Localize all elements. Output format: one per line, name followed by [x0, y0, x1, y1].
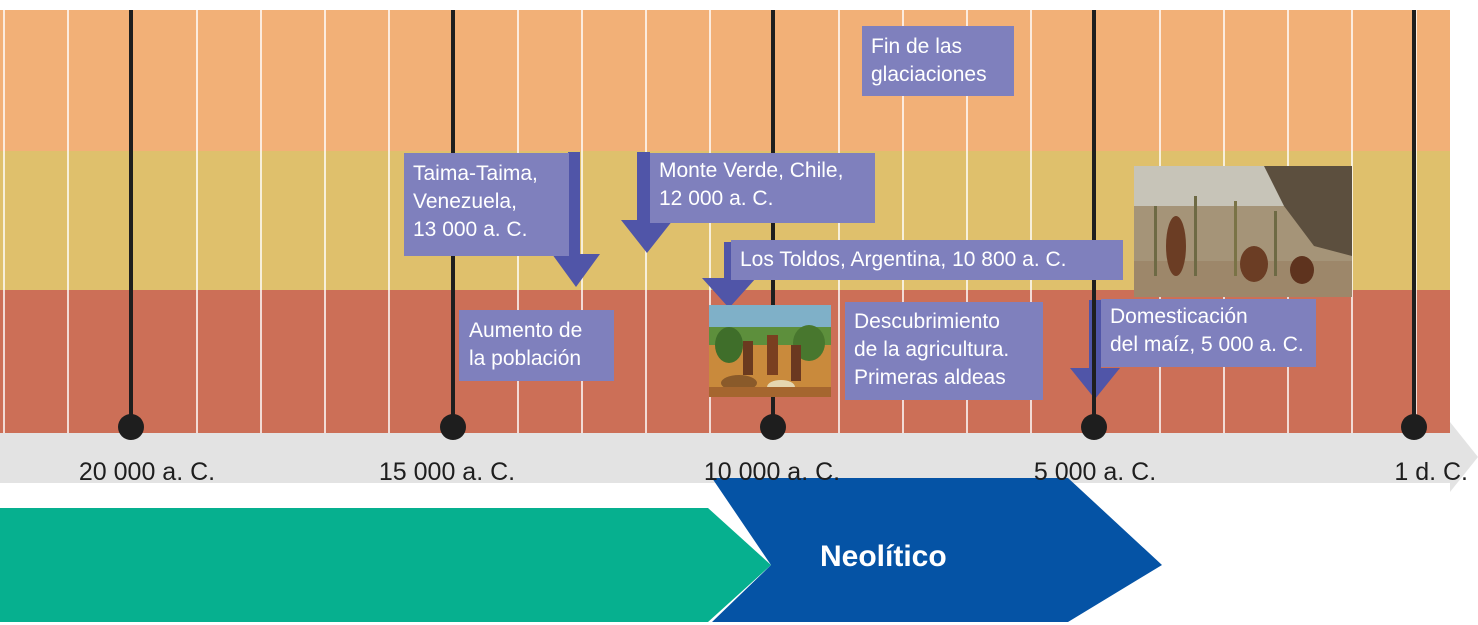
axis-label-10000: 10 000 a. C. [703, 458, 841, 486]
grid-line [3, 10, 5, 433]
axis-label-15000: 15 000 a. C. [378, 458, 516, 486]
axis-arrow [0, 422, 1478, 492]
grid-line [259, 10, 262, 433]
monte-verde-pointer [621, 152, 673, 253]
marker-line-5000 [1092, 10, 1096, 428]
event-fin-glaciaciones: Fin de las glaciaciones [862, 26, 1014, 96]
band-top [0, 10, 1450, 151]
marker-dot-20000 [118, 414, 144, 440]
marker-dot-10000 [760, 414, 786, 440]
event-aumento-poblacion: Aumento de la población [459, 310, 614, 381]
marker-line-1 [1412, 10, 1416, 428]
axis-label-1: 1 d. C. [1394, 458, 1468, 486]
event-maiz: Domesticación del maíz, 5 000 a. C. [1101, 299, 1316, 367]
event-agricultura: Descubrimiento de la agricultura. Primer… [845, 302, 1043, 400]
los-toldos-pointer [702, 242, 756, 308]
agriculture-illustration [709, 305, 831, 397]
marker-dot-15000 [440, 414, 466, 440]
grid-line [195, 10, 198, 433]
taima-pointer [552, 152, 600, 287]
axis-label-5000: 5 000 a. C. [1033, 458, 1157, 486]
grid-line [67, 10, 70, 433]
maize-photo [1134, 166, 1352, 297]
marker-line-20000 [129, 10, 133, 428]
neolithic-label: Neolítico [820, 540, 947, 573]
event-taima-taima: Taima-Taima, Venezuela, 13 000 a. C. [404, 153, 569, 256]
neolithic-arrow [712, 478, 1162, 622]
grid-line [580, 10, 583, 433]
marker-dot-5000 [1081, 414, 1107, 440]
axis-label-20000: 20 000 a. C. [78, 458, 216, 486]
grid-line [388, 10, 391, 433]
event-monte-verde: Monte Verde, Chile, 12 000 a. C. [650, 153, 875, 223]
grid-line [324, 10, 326, 433]
grid-line [1415, 10, 1418, 433]
grid-line [1351, 10, 1354, 433]
paleolithic-arrow [0, 508, 771, 622]
grid-line [1030, 10, 1033, 433]
grid-line [901, 10, 904, 433]
event-los-toldos: Los Toldos, Argentina, 10 800 a. C. [731, 240, 1123, 280]
grid-line [966, 10, 968, 433]
marker-dot-1 [1401, 414, 1427, 440]
